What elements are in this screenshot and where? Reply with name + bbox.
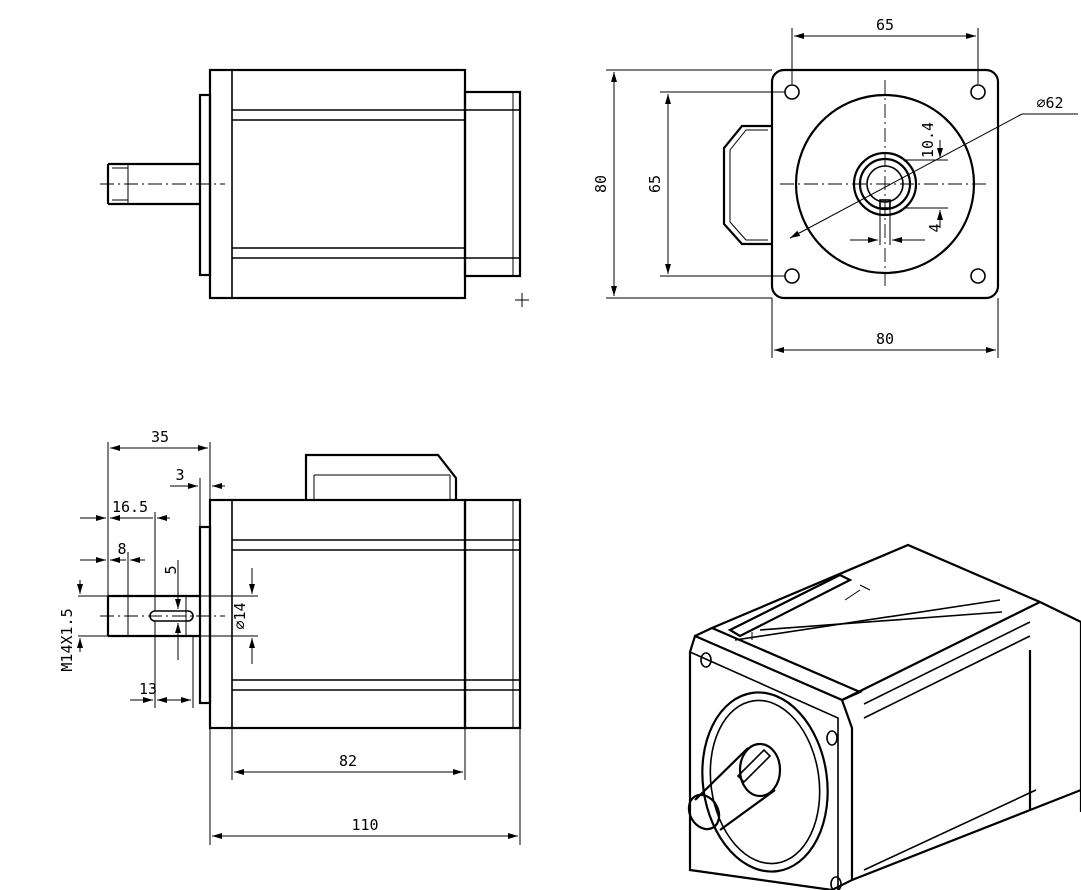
dim-front-width-bottom: 80 xyxy=(876,330,894,348)
dim-side-pilot-length: 3 xyxy=(175,466,184,484)
dim-front-keyway-height: 10.4 xyxy=(919,122,937,158)
dim-front-key-width: 4 xyxy=(926,223,944,232)
dim-side-shaft-diameter: ∅14 xyxy=(231,602,249,629)
front-dimensions: 65 80 65 ∅62 10.4 4 80 xyxy=(592,16,1078,358)
dim-side-thread-spec: M14X1.5 xyxy=(58,608,76,671)
dim-side-thread-length: 16.5 xyxy=(112,498,148,516)
dim-front-hole-spacing: 65 xyxy=(646,175,664,193)
side-dimensions: 35 3 16.5 8 5 M14X1.5 ∅14 xyxy=(58,428,521,845)
dim-side-key-width: 5 xyxy=(162,565,180,574)
dim-side-shaft-length: 35 xyxy=(151,428,169,446)
dim-front-width-top: 65 xyxy=(876,16,894,34)
dim-front-pilot-diameter: ∅62 xyxy=(1036,94,1063,112)
bottom-side-view xyxy=(100,453,522,730)
isometric-view xyxy=(687,543,1081,890)
dim-side-body-length: 82 xyxy=(339,752,357,770)
front-view xyxy=(722,68,1000,300)
top-side-view xyxy=(100,68,529,307)
dim-side-total-length: 110 xyxy=(351,816,378,834)
dim-side-key-offset: 13 xyxy=(139,680,157,698)
dim-side-thread-pitch: 8 xyxy=(117,540,126,558)
dim-front-height: 80 xyxy=(592,175,610,193)
